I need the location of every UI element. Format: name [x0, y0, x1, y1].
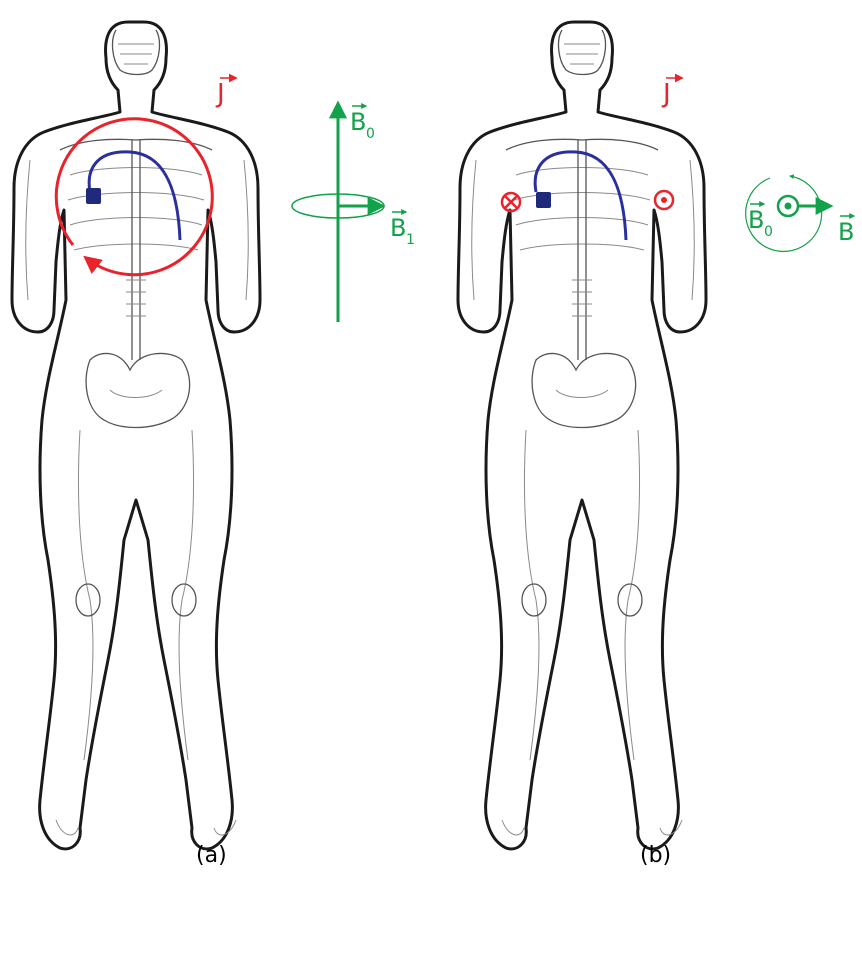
- current-into-page-symbol: [502, 193, 520, 211]
- b0-subscript-a: 0: [366, 126, 375, 142]
- panel-a: J B 0 B 1 (a): [12, 22, 415, 868]
- b0-label-b: B: [748, 206, 764, 234]
- body-outline-a: [12, 22, 260, 849]
- body-outline-b: [458, 22, 706, 849]
- lead-wire-a: [89, 152, 180, 240]
- b0-subscript-b: 0: [764, 224, 773, 240]
- current-label-b: J: [661, 79, 671, 109]
- b1-label-a: B: [390, 214, 406, 242]
- current-out-of-page-symbol: [655, 191, 673, 209]
- panel-b: J B 0 B (b): [458, 22, 854, 868]
- b0-label-a: B: [350, 108, 366, 136]
- b0-out-of-page-symbol: [778, 196, 798, 216]
- implant-device-a: [86, 188, 101, 204]
- caption-b: (b): [640, 843, 671, 868]
- implant-device-b: [536, 192, 551, 208]
- b1-label-b: B: [838, 218, 854, 246]
- b1-subscript-a: 1: [406, 232, 415, 248]
- current-label-a: J: [215, 79, 225, 109]
- caption-a: (a): [196, 843, 227, 868]
